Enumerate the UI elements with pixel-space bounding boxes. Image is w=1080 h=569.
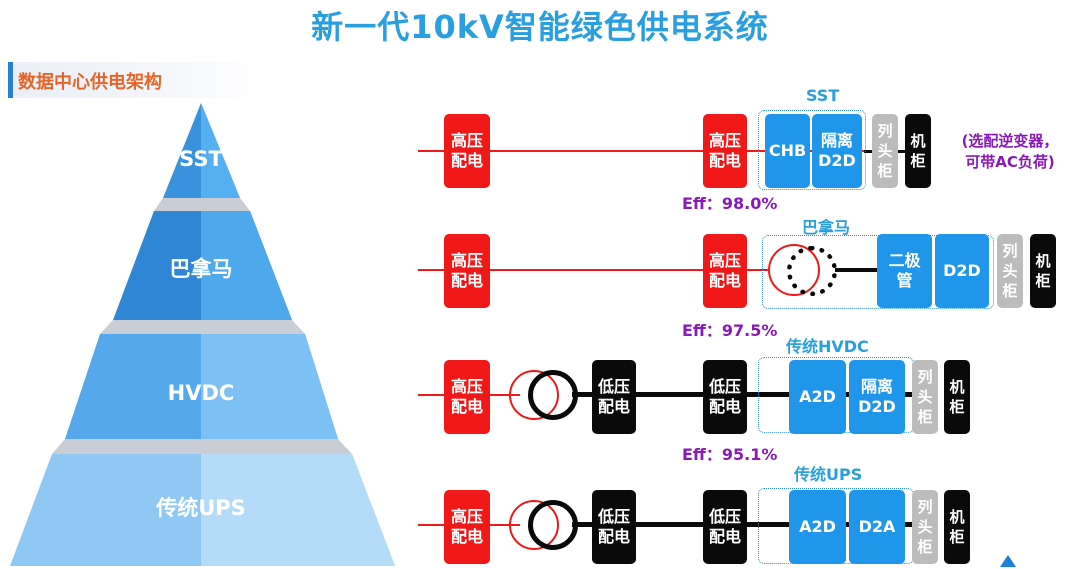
hvdc-efficiency: Eff：95.1% xyxy=(682,445,778,464)
sst-rack: 机柜 xyxy=(905,114,931,188)
pyramid-tier-panama-right xyxy=(201,211,292,320)
sst-chb: CHB xyxy=(765,114,810,188)
ups-column-head-cabinet: 列头柜 xyxy=(912,490,938,564)
ups-transformer-secondary xyxy=(528,500,578,550)
pyramid-slab-1 xyxy=(154,198,250,211)
section-header-bar xyxy=(8,62,258,98)
ups-rack: 机柜 xyxy=(944,490,970,564)
sst-hv-distribution-1: 高压配电 xyxy=(444,114,490,188)
section-header-accent xyxy=(8,62,13,98)
sst-hv-distribution-2: 高压配电 xyxy=(703,114,747,188)
hvdc-column-head-cabinet: 列头柜 xyxy=(912,360,938,434)
sst-black-link xyxy=(864,150,876,153)
ups-a2d: A2D xyxy=(789,490,846,564)
panama-transformer-secondary xyxy=(787,246,837,296)
panama-efficiency: Eff：97.5% xyxy=(682,321,778,340)
ups-hv-distribution: 高压配电 xyxy=(444,490,490,564)
pyramid-tier-ups-right xyxy=(201,454,395,566)
pyramid-label-panama: 巴拿马 xyxy=(169,257,233,281)
sst-module-frame xyxy=(758,110,866,190)
hvdc-lv-distribution-2: 低压配电 xyxy=(703,360,747,434)
hvdc-a2d: A2D xyxy=(789,360,846,434)
row-label-panama: 巴拿马 xyxy=(802,218,851,237)
panama-diode: 二极管 xyxy=(877,234,932,308)
hvdc-transformer-secondary xyxy=(528,370,578,420)
sst-column-head-cabinet: 列头柜 xyxy=(872,114,898,188)
hvdc-rack: 机柜 xyxy=(944,360,970,434)
ups-lv-distribution-2: 低压配电 xyxy=(703,490,747,564)
pyramid-tier-hvdc-right xyxy=(201,334,338,439)
pyramid-label-ups: 传统UPS xyxy=(156,496,246,520)
panama-hv-distribution-2: 高压配电 xyxy=(703,234,747,308)
page-title: 新一代10kV智能绿色供电系统 xyxy=(311,8,769,46)
pyramid-diagram xyxy=(10,103,395,566)
row-label-hvdc: 传统HVDC xyxy=(786,337,869,356)
panama-column-head-cabinet: 列头柜 xyxy=(997,234,1023,308)
row-label-sst: SST xyxy=(806,86,840,105)
sst-efficiency: Eff：98.0% xyxy=(682,194,778,213)
pyramid-label-hvdc: HVDC xyxy=(167,381,235,405)
hvdc-hv-distribution: 高压配电 xyxy=(444,360,490,434)
panama-rack: 机柜 xyxy=(1030,234,1056,308)
ups-lv-distribution-1: 低压配电 xyxy=(592,490,636,564)
row-label-ups: 传统UPS xyxy=(794,465,863,484)
panama-hv-distribution-1: 高压配电 xyxy=(444,234,490,308)
pyramid-slab-3 xyxy=(52,439,352,454)
sst-red-line xyxy=(418,150,868,152)
hvdc-lv-distribution-1: 低压配电 xyxy=(592,360,636,434)
corner-triangle-icon xyxy=(1000,555,1016,567)
panama-red-line xyxy=(418,269,768,271)
sst-black-link-2 xyxy=(896,150,908,153)
ups-d2a: D2A xyxy=(849,490,905,564)
pyramid-tier-sst-right xyxy=(201,103,240,198)
panama-d2d: D2D xyxy=(935,234,989,308)
sst-inverter-note: (选配逆变器，可带AC负荷) xyxy=(961,132,1059,171)
section-label: 数据中心供电架构 xyxy=(18,72,162,93)
panama-black-link xyxy=(835,268,877,272)
pyramid-label-sst: SST xyxy=(179,147,223,171)
pyramid-slab-2 xyxy=(100,320,305,334)
